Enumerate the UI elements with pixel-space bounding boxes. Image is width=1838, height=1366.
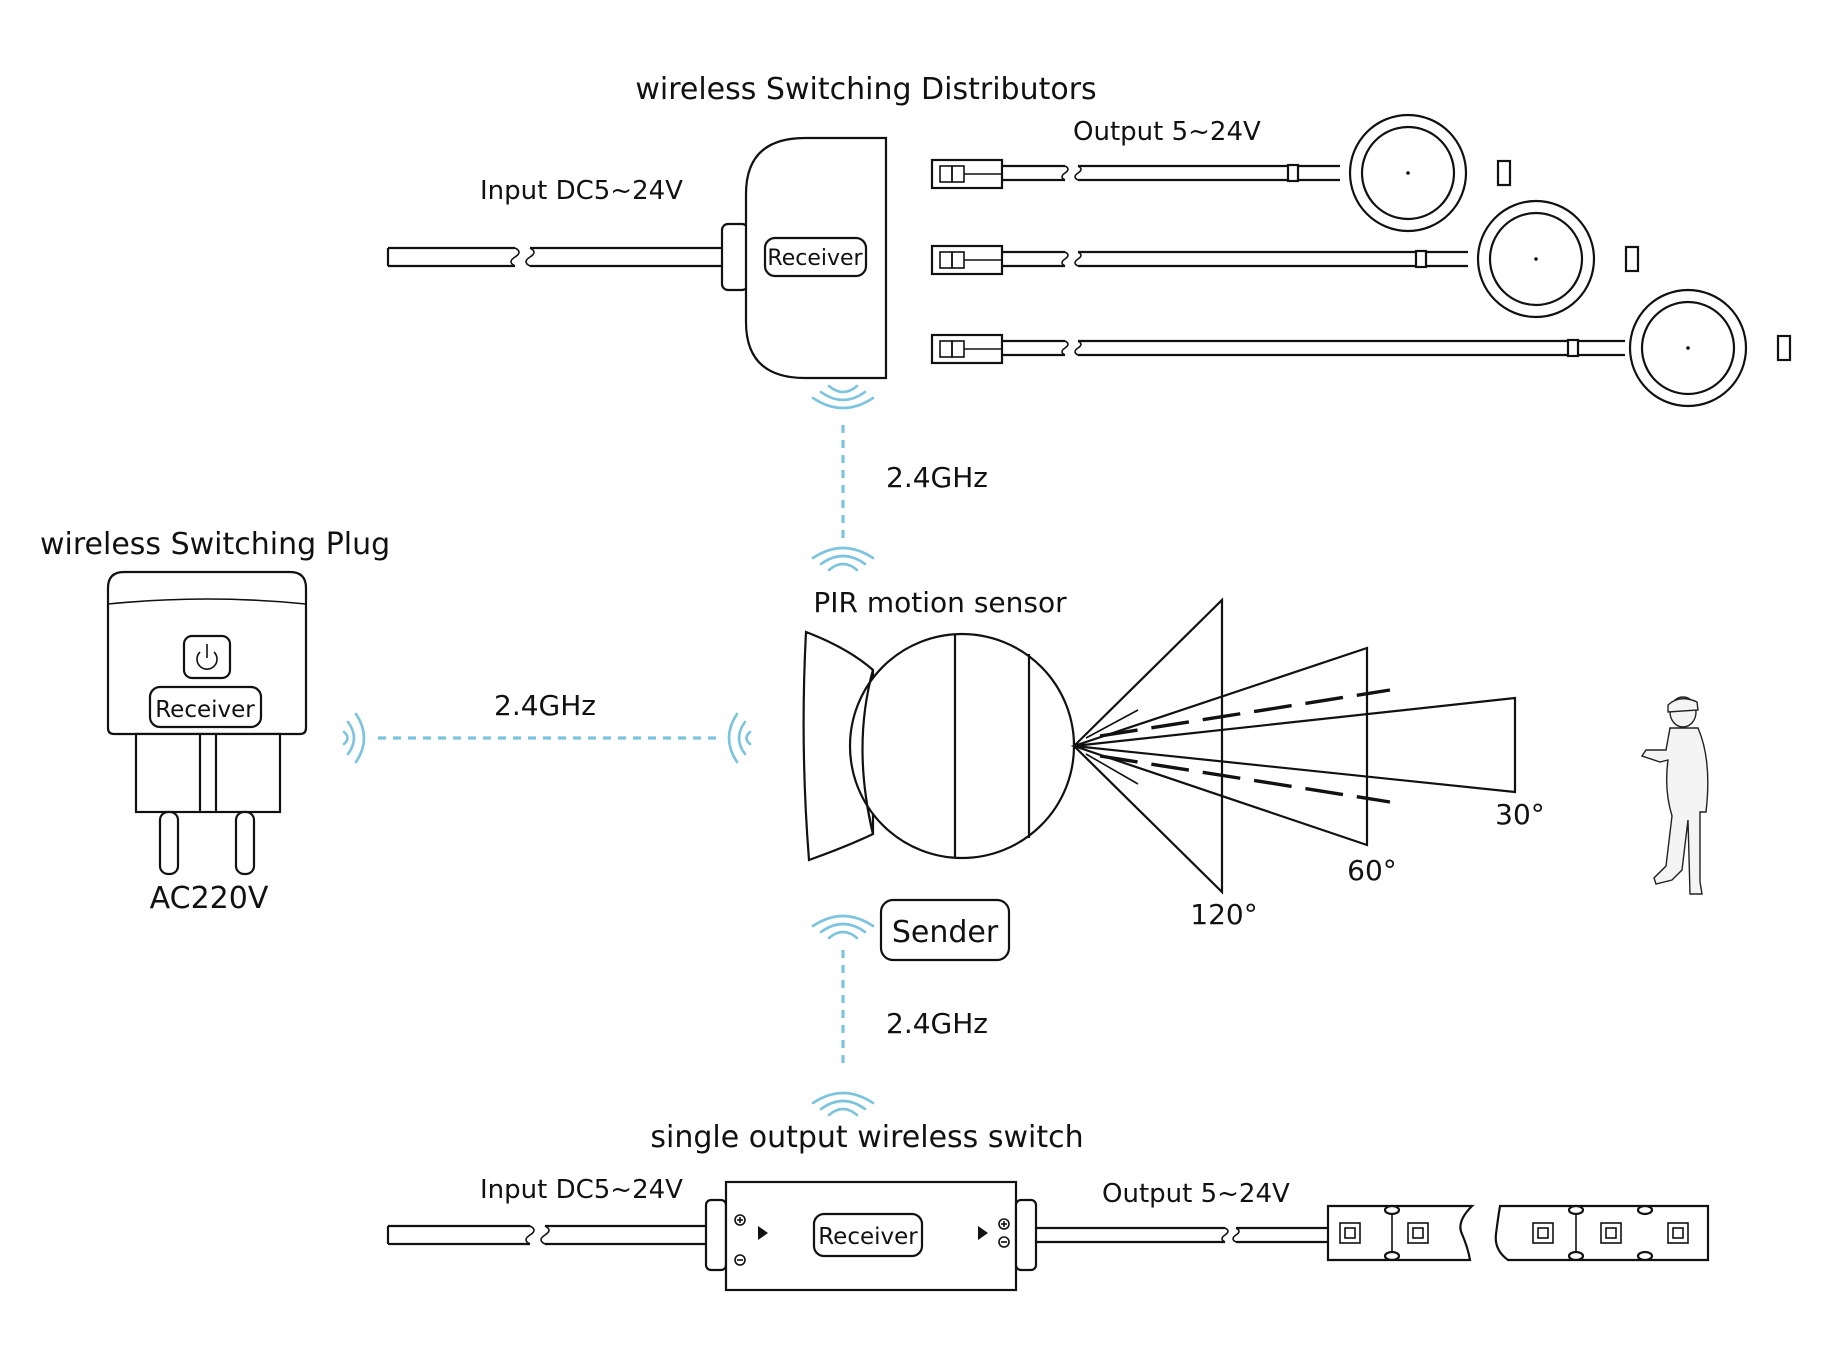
power-icon xyxy=(196,644,218,670)
distributor-input-cable xyxy=(386,222,750,292)
single-switch-input-label: Input DC5~24V xyxy=(480,1175,683,1205)
person-icon xyxy=(1640,696,1709,895)
distributor-group: wireless Switching Distributors Input DC… xyxy=(386,72,1792,408)
distributor-receiver-badge xyxy=(763,236,868,278)
top-wireless-link: 2.4GHz xyxy=(811,384,988,572)
left-wireless-link: 2.4GHz xyxy=(342,689,752,764)
plug-receiver-badge xyxy=(148,685,263,729)
plug-receiver-label: Receiver xyxy=(155,697,255,723)
distributor-receiver-label: Receiver xyxy=(767,246,863,271)
plug-group: wireless Switching Plug Receiver AC220V xyxy=(40,527,390,916)
single-switch-receiver-badge xyxy=(812,1212,924,1258)
pir-sensor-group: PIR motion sensor 120° 60° 30° Sender xyxy=(802,586,1545,962)
plug-title: wireless Switching Plug xyxy=(40,527,390,562)
distributor-output-3 xyxy=(930,288,1792,408)
distributor-output-1 xyxy=(930,113,1512,233)
detection-cones xyxy=(1070,597,1517,895)
angle-30-label: 30° xyxy=(1495,798,1545,831)
pir-sensor-title: PIR motion sensor xyxy=(813,586,1067,619)
angle-60-label: 60° xyxy=(1347,854,1397,887)
pir-sensor-body xyxy=(802,630,875,862)
bottom-link-label: 2.4GHz xyxy=(886,1007,988,1040)
distributor-output-2 xyxy=(930,199,1640,319)
single-switch-receiver-label: Receiver xyxy=(818,1224,918,1250)
plug-voltage-label: AC220V xyxy=(150,881,269,916)
single-switch-title: single output wireless switch xyxy=(650,1120,1083,1155)
pir-sensor-dome xyxy=(848,632,1076,860)
top-link-label: 2.4GHz xyxy=(886,461,988,494)
distributor-input-label: Input DC5~24V xyxy=(480,176,683,206)
single-switch-group: single output wireless switch Input DC5~… xyxy=(386,1120,1710,1292)
angle-120-label: 120° xyxy=(1190,898,1257,931)
single-switch-output-label: Output 5~24V xyxy=(1102,1179,1290,1209)
sender-label: Sender xyxy=(892,915,999,950)
sender-badge xyxy=(879,898,1011,962)
distributor-body xyxy=(744,136,888,380)
distributor-output-label: Output 5~24V xyxy=(1073,117,1261,147)
led-strip xyxy=(1326,1204,1710,1262)
distributor-title: wireless Switching Distributors xyxy=(635,72,1096,107)
bottom-wireless-link: 2.4GHz xyxy=(811,914,988,1117)
left-link-label: 2.4GHz xyxy=(494,689,596,722)
